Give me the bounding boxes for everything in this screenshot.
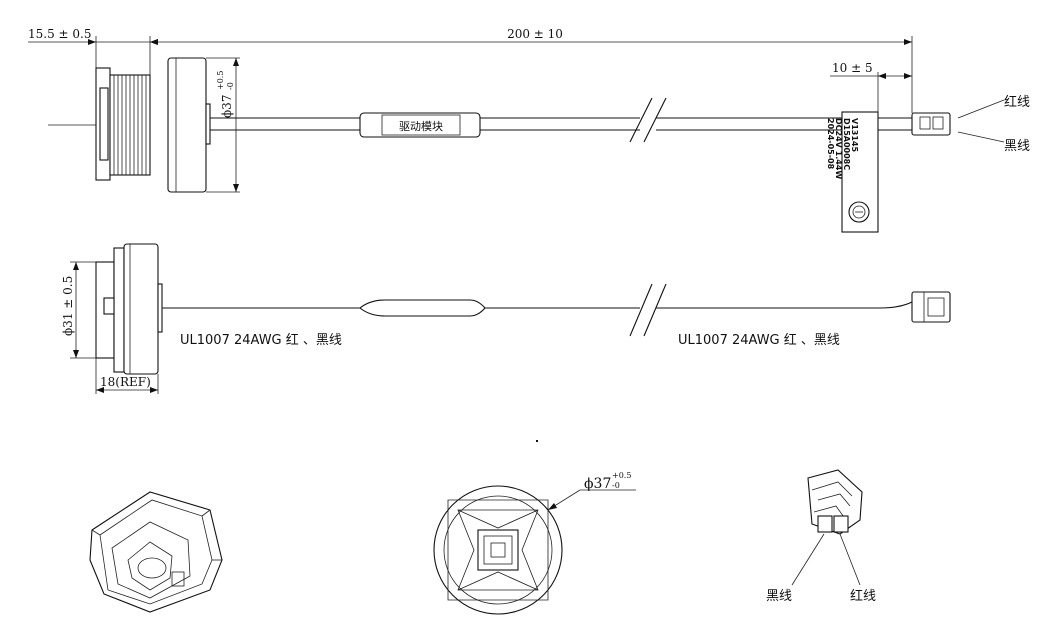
head-flange (167, 57, 211, 193)
cable-top-left (210, 117, 360, 131)
break-mark-1 (629, 97, 653, 143)
connector-black-label: 黑线 (766, 589, 792, 604)
driver-module: 驱动模块 (359, 112, 481, 138)
dimension-body-length: 18(REF) (95, 358, 159, 394)
front-diameter-tol-upper: +0.5 (612, 471, 631, 480)
break-mark-2 (643, 97, 667, 143)
cable-top-right (878, 117, 912, 131)
wire-spec-left: UL1007 24AWG 红 、黑线 (180, 332, 342, 348)
side-connector (911, 291, 951, 323)
dimension-terminal: 10 ± 5 (830, 61, 912, 112)
cable-side-middle (485, 283, 913, 337)
wire-leaders: 红线 黑线 (957, 94, 1030, 154)
front-diameter-dim: ϕ37 (584, 476, 611, 492)
tag-line2: D15A0008C (842, 118, 851, 170)
dimension-head-diameter: ϕ37 +0.5 -0 (206, 57, 240, 193)
driver-module-side (359, 299, 486, 317)
cable-length-dim: 200 ± 10 (507, 27, 563, 41)
side-view: UL1007 24AWG 红 、黑线 UL1007 24AWG 红 、黑线 ϕ3… (61, 243, 951, 442)
isometric-view (89, 491, 223, 613)
front-diameter-tol-lower: -0 (612, 481, 620, 490)
side-body (95, 243, 163, 375)
dimension-flange: 15.5 ± 0.5 (28, 27, 158, 75)
dimension-cable: 200 ± 10 (150, 27, 913, 113)
label-tag: V13145 D15A0008C DC24V 1.44W 2024-05-08 (826, 111, 879, 233)
black-wire-label: 黑线 (1004, 139, 1030, 154)
connector-red-label: 红线 (850, 588, 876, 604)
red-wire-label: 红线 (1004, 94, 1030, 110)
body-length-dim: 18(REF) (100, 375, 151, 389)
tag-line1: V13145 (850, 118, 859, 152)
threaded-body (95, 67, 151, 181)
terminal-length-dim: 10 ± 5 (832, 61, 873, 75)
cable-top-middle (480, 97, 842, 143)
head-diameter-tol-lower: -0 (226, 82, 235, 90)
connector-detail: 黑线 红线 (766, 469, 876, 604)
head-diameter-tol-upper: +0.5 (216, 71, 225, 90)
head-diameter-dim: ϕ37 (220, 95, 234, 118)
break-mark-4 (643, 283, 667, 337)
top-connector (911, 112, 951, 136)
body-diameter-dim: ϕ31 ± 0.5 (61, 276, 75, 336)
dimension-body-diameter: ϕ31 ± 0.5 (61, 261, 96, 359)
stray-dot (536, 440, 538, 442)
top-view: 驱动模块 V13145 D15A0008C DC24V 1.44W 2024-0… (28, 27, 1030, 233)
wire-spec-right: UL1007 24AWG 红 、黑线 (678, 332, 840, 348)
flange-length-dim: 15.5 ± 0.5 (28, 27, 92, 41)
driver-module-label: 驱动模块 (399, 120, 443, 133)
dimension-front-diameter: ϕ37 +0.5 -0 (547, 471, 636, 511)
front-view: ϕ37 +0.5 -0 (433, 471, 636, 615)
break-mark-3 (629, 283, 653, 337)
tag-line4: 2024-05-08 (826, 118, 835, 170)
tag-line3: DC24V 1.44W (834, 118, 843, 179)
